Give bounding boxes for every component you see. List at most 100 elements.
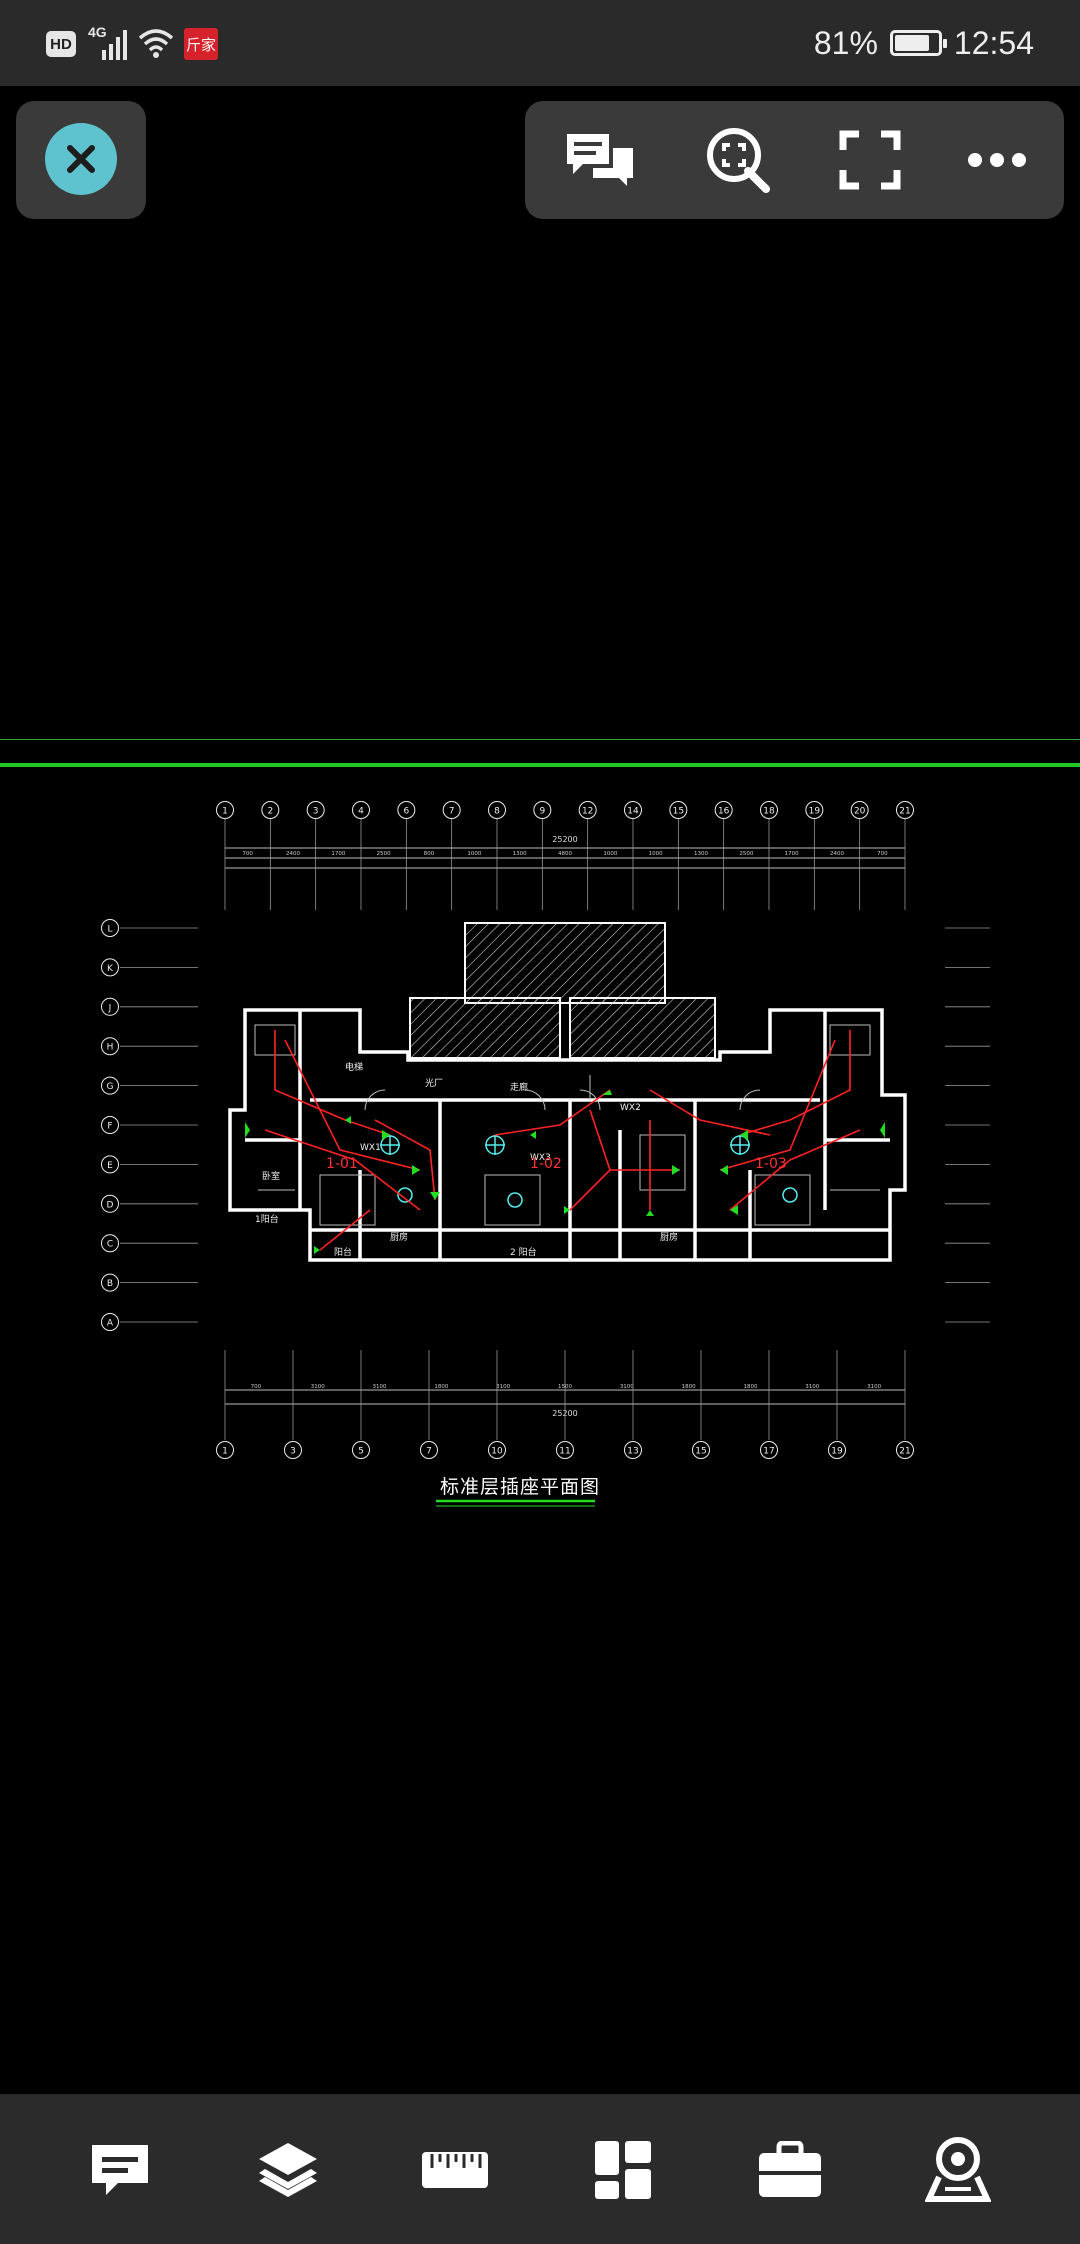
axis-bubble	[101, 1194, 119, 1213]
unit-label-1: 1-01	[326, 1156, 358, 1172]
dimension-value: 1800	[682, 1384, 696, 1390]
axis-bubble	[101, 1155, 119, 1174]
axis-label: 20	[854, 807, 866, 817]
axis-label: 16	[718, 807, 730, 817]
dimension-value: 1000	[649, 851, 663, 857]
drawing-guide-line-thin	[0, 739, 1080, 740]
drawing-guide-line	[0, 763, 1080, 767]
room-label-kitchen-1: 厨房	[390, 1231, 408, 1243]
axis-bubble	[101, 919, 119, 937]
axis-label: 10	[491, 1447, 503, 1457]
axis-label: 18	[763, 807, 775, 817]
dimension-value: 4800	[558, 851, 572, 857]
axis-bubble	[101, 958, 119, 977]
fullscreen-icon[interactable]	[830, 125, 910, 195]
building-walls	[228, 1008, 907, 1262]
axis-bubble	[101, 1313, 119, 1331]
axis-label: 1	[222, 807, 228, 817]
bottom-dimension-values: 7003100310018003100150031001800180031003…	[251, 1384, 882, 1390]
axis-label: 7	[449, 807, 455, 817]
dimension-value: 1800	[434, 1384, 448, 1390]
axis-bubble	[760, 801, 778, 819]
network-type-label: 4G	[88, 24, 107, 40]
axis-label: 2	[267, 807, 273, 817]
axis-bubble	[805, 801, 824, 819]
axis-bubble	[101, 1116, 119, 1134]
unit-label-2: 1-02	[530, 1156, 562, 1172]
room-label-balcony-1: 阳台	[334, 1246, 352, 1258]
axis-bubble	[760, 1441, 778, 1459]
dimension-value: 1300	[513, 851, 527, 857]
room-label-bedroom: 卧室	[262, 1170, 280, 1182]
unit-label-3: 1-03	[755, 1156, 787, 1172]
axis-bubble	[669, 801, 688, 819]
panel-label-1: WX1	[360, 1143, 381, 1153]
dimension-value: 1000	[467, 851, 481, 857]
axis-label: 12	[582, 807, 593, 817]
measure-icon[interactable]	[415, 2134, 495, 2206]
axis-bubble	[101, 1037, 119, 1056]
dimension-value: 3100	[867, 1384, 881, 1390]
room-label-balcony-3: 1阳台	[255, 1213, 279, 1225]
axis-label: 6	[403, 807, 409, 817]
axis-label: 1	[222, 1447, 228, 1457]
bottom-toolbar	[0, 2094, 1080, 2244]
cloud-icon[interactable]	[918, 2134, 998, 2206]
axis-bubble	[442, 801, 461, 819]
battery-icon	[889, 30, 947, 56]
more-icon[interactable]	[957, 125, 1037, 195]
panel-label-2: WX2	[620, 1103, 641, 1113]
axis-bubble	[624, 1441, 642, 1459]
top-dimension-lines	[225, 847, 905, 869]
axis-label: 21	[899, 1447, 910, 1457]
close-button[interactable]	[16, 101, 146, 219]
toolbox-icon[interactable]	[750, 2134, 830, 2206]
dimension-value: 3100	[373, 1384, 387, 1390]
hd-badge: HD	[46, 31, 76, 57]
axis-bubble	[101, 997, 119, 1016]
dimension-value: 3100	[496, 1384, 510, 1390]
status-left: HD 4G 斤家	[46, 24, 218, 64]
comments-icon[interactable]	[560, 125, 640, 195]
axis-bubble	[488, 1441, 506, 1459]
dimension-value: 700	[242, 851, 253, 857]
zoom-extents-icon[interactable]	[700, 125, 780, 195]
axis-label: C	[107, 1240, 113, 1250]
dimension-value: 1700	[331, 851, 345, 857]
axis-label: K	[107, 964, 114, 974]
dimension-value: 700	[251, 1384, 262, 1390]
axis-label: E	[107, 1161, 113, 1171]
close-icon[interactable]	[45, 123, 117, 195]
axis-label: 4	[358, 807, 364, 817]
axis-bubble	[714, 801, 733, 819]
axis-bubble	[352, 801, 370, 819]
axis-bubble	[828, 1441, 846, 1459]
dimension-value: 2500	[377, 851, 391, 857]
unit-labels: 1-01 1-02 1-03	[326, 1156, 787, 1172]
axis-label: 15	[673, 807, 684, 817]
axis-label: J	[108, 1003, 112, 1013]
dimension-value: 2500	[739, 851, 753, 857]
layers-icon[interactable]	[248, 2134, 328, 2206]
app-notification-badge: 斤家	[184, 28, 218, 60]
axis-label: 8	[494, 807, 500, 817]
dimension-value: 1700	[785, 851, 799, 857]
axis-bubble	[850, 801, 869, 819]
axis-bubble	[533, 801, 552, 819]
dimension-value: 1800	[743, 1384, 757, 1390]
axis-label: G	[107, 1082, 114, 1092]
axis-label: H	[107, 1043, 114, 1053]
axis-label: 7	[426, 1447, 432, 1457]
axis-bubble	[101, 1273, 119, 1292]
axis-bubble	[896, 801, 914, 819]
layout-icon[interactable]	[583, 2134, 663, 2206]
axis-label: 5	[358, 1447, 364, 1457]
axis-bubble	[216, 1441, 234, 1459]
comment-icon[interactable]	[80, 2134, 160, 2206]
axis-bubble	[352, 1441, 370, 1459]
interior-partitions	[254, 1024, 880, 1226]
dimension-value: 3100	[311, 1384, 325, 1390]
axis-bubble	[556, 1441, 574, 1459]
